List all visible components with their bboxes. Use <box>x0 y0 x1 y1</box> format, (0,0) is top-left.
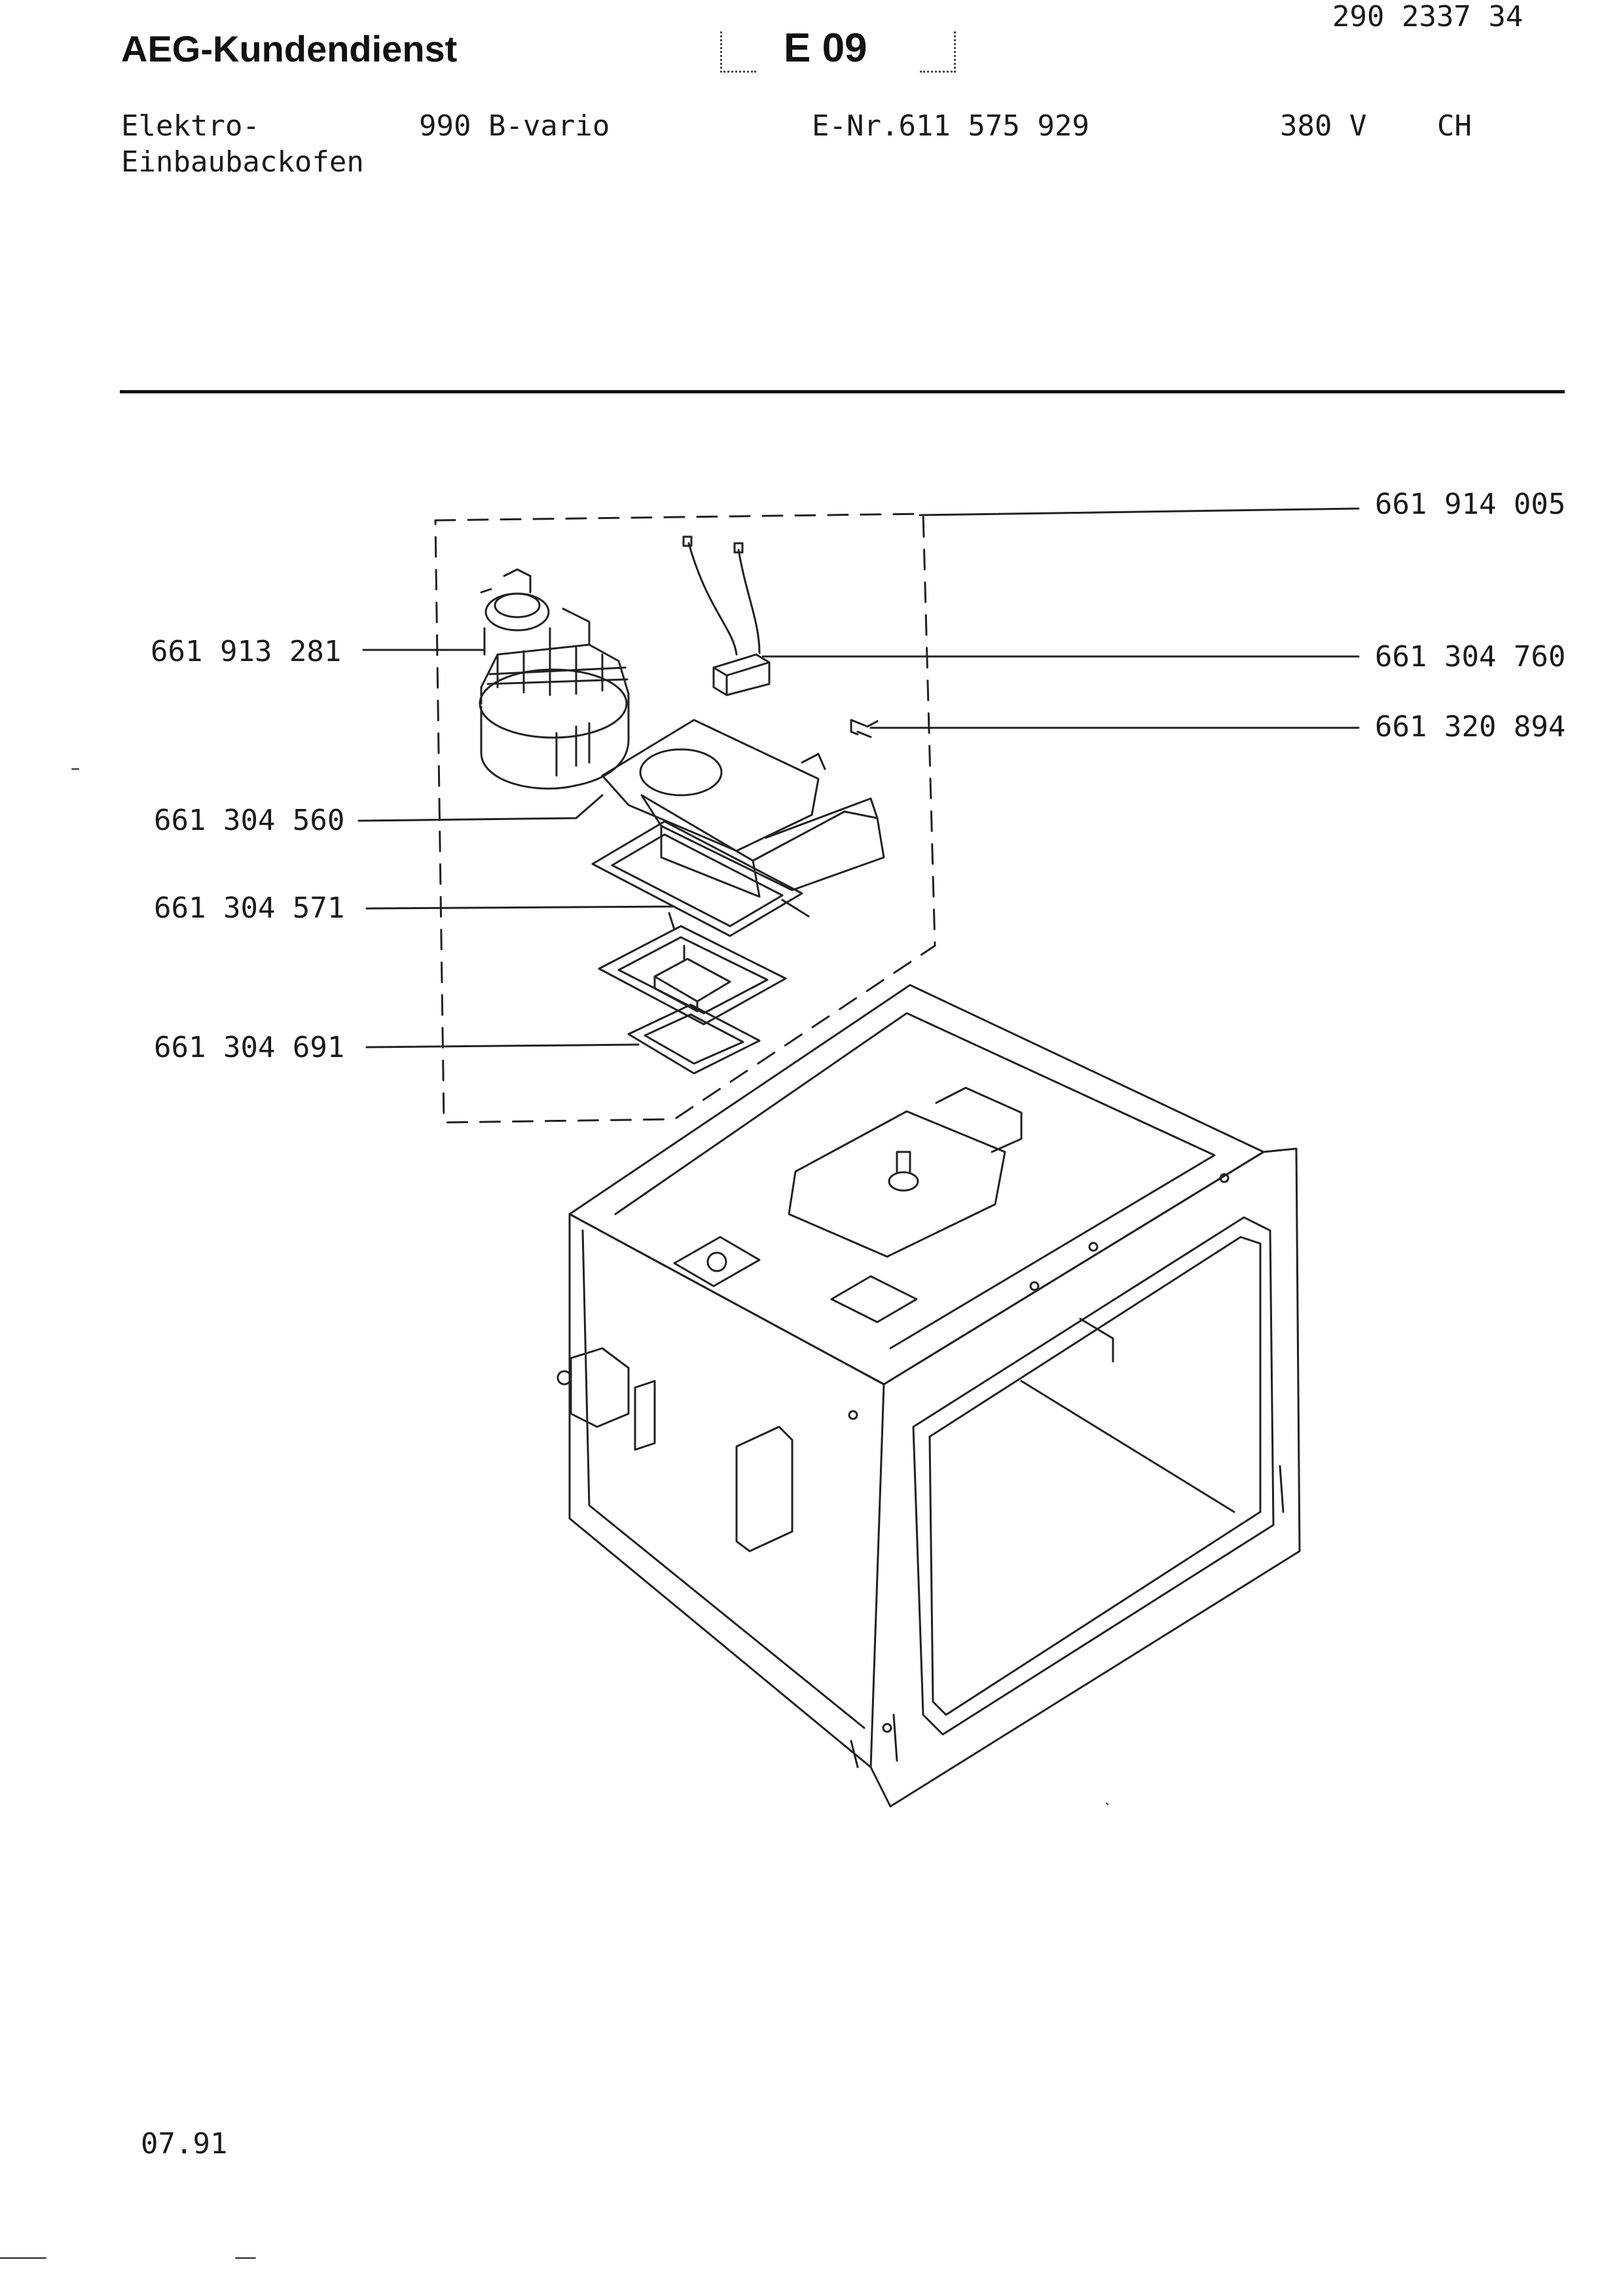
gasket-lower-drawing <box>627 1003 761 1075</box>
document-number: 290 2337 34 <box>1332 0 1523 33</box>
product-type-line1: Elektro- <box>121 109 260 143</box>
clip-drawing <box>850 719 879 738</box>
brand-title: AEG-Kundendienst <box>121 28 458 69</box>
header-divider <box>120 390 1565 393</box>
leader-line-p7 <box>365 1043 640 1049</box>
heating-tray-drawing <box>598 912 787 1026</box>
leader-line-p1 <box>919 507 1360 516</box>
switch-drawing <box>682 535 771 696</box>
revision-date: 07.91 <box>141 2127 228 2161</box>
fan-motor-drawing <box>479 568 630 790</box>
part-number-p5: 661 304 560 <box>154 804 344 837</box>
housing-cover-drawing <box>601 719 885 898</box>
section-bracket-right <box>920 31 956 73</box>
assembly-group-outline <box>434 512 936 1124</box>
part-number-p2: 661 913 281 <box>151 635 341 668</box>
product-e-number: E-Nr.611 575 929 <box>812 109 1089 143</box>
part-number-p3: 661 304 760 <box>1375 640 1565 673</box>
part-number-p7: 661 304 691 <box>154 1031 344 1064</box>
part-number-p6: 661 304 571 <box>154 891 344 925</box>
product-model: 990 B-vario <box>419 109 610 143</box>
product-voltage: 380 V <box>1280 109 1367 143</box>
leader-line-p5 <box>357 794 604 822</box>
section-code: E 09 <box>784 26 867 71</box>
product-country: CH <box>1437 109 1472 143</box>
gasket-upper-drawing <box>591 820 810 937</box>
part-number-p4: 661 320 894 <box>1375 710 1565 744</box>
section-bracket-left <box>720 31 756 73</box>
part-number-p1: 661 914 005 <box>1375 488 1565 521</box>
product-type-line2: Einbaubackofen <box>121 145 364 179</box>
leader-line-p6 <box>365 905 676 910</box>
oven-cavity-drawing <box>556 984 1301 1808</box>
